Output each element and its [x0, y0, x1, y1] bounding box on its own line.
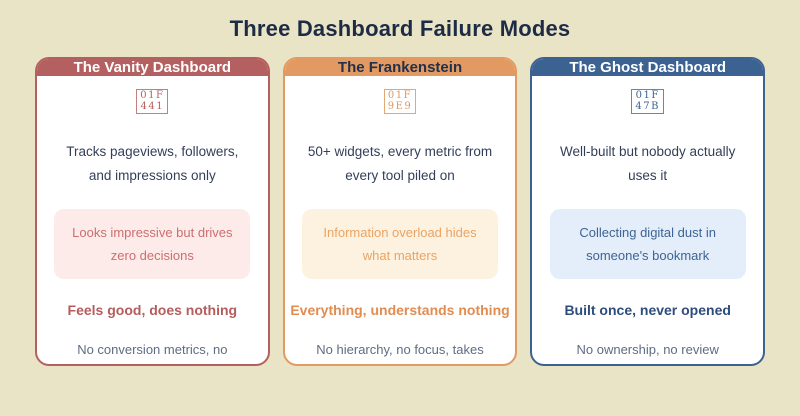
card-ghost-description: Well-built but nobody actually uses it — [559, 144, 736, 183]
card-vanity-highlight: Looks impressive but drives zero decisio… — [54, 209, 251, 279]
card-vanity-description: Tracks pageviews, followers, and impress… — [66, 144, 239, 183]
card-ghost-dashboard: The Ghost Dashboard 01F 47B Well-built b… — [530, 57, 766, 366]
card-vanity-dashboard: The Vanity Dashboard 01F 441 Tracks page… — [35, 57, 270, 366]
card-frankenstein: The Frankenstein 01F 9E9 50+ widgets, ev… — [282, 57, 518, 366]
card-ghost-punchline: Built once, never opened — [564, 302, 731, 318]
emoji-hex-top: 01F — [635, 90, 660, 101]
emoji-hex-bottom: 441 — [140, 100, 165, 112]
card-vanity-punchline: Feels good, does nothing — [67, 302, 238, 318]
card-frankenstein-header: The Frankenstein — [284, 59, 516, 76]
eye-emoji-tofu-icon: 01F 441 — [136, 89, 169, 114]
card-ghost-footnote: No ownership, no review cadence — [576, 342, 719, 357]
card-ghost-header: The Ghost Dashboard — [532, 59, 764, 76]
emoji-hex-top: 01F — [387, 90, 413, 101]
card-frankenstein-description: 50+ widgets, every metric from every too… — [307, 144, 493, 183]
card-frankenstein-punchline: Everything, understands nothing — [290, 302, 510, 318]
puzzle-piece-emoji-tofu-icon: 01F 9E9 — [383, 89, 417, 114]
card-vanity-footnote: No conversion metrics, no revenue connec… — [77, 342, 228, 357]
card-frankenstein-highlight: Information overload hides what matters — [301, 209, 499, 279]
card-frankenstein-footnote: No hierarchy, no focus, takes 30min to r… — [316, 342, 484, 357]
card-ghost-highlight: Collecting digital dust in someone's boo… — [549, 209, 746, 279]
page-title: Three Dashboard Failure Modes — [229, 16, 571, 41]
emoji-hex-bottom: 47B — [635, 100, 660, 112]
failure-mode-cards: The Vanity Dashboard 01F 441 Tracks page… — [0, 57, 800, 366]
emoji-hex-top: 01F — [140, 90, 165, 101]
card-vanity-header: The Vanity Dashboard — [37, 59, 268, 76]
ghost-emoji-tofu-icon: 01F 47B — [631, 89, 664, 114]
emoji-hex-bottom: 9E9 — [387, 100, 413, 112]
